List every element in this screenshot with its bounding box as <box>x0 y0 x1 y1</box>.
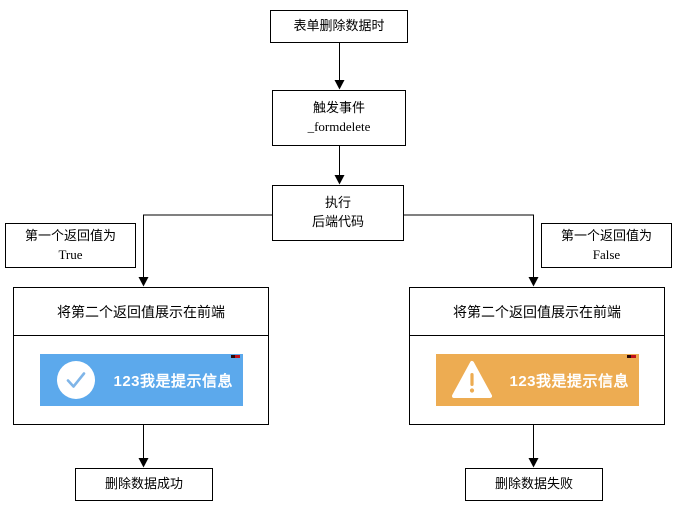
toast-close-mark <box>230 355 240 358</box>
node-label-line1: 触发事件 <box>312 100 365 116</box>
display-header: 将第二个返回值展示在前端 <box>410 288 664 336</box>
node-label-line1: 执行 <box>324 195 351 211</box>
toast-message: 123我是提示信息 <box>509 372 630 390</box>
node-label-line2: _formdelete <box>307 119 371 134</box>
node-label: 删除数据成功 <box>104 476 183 492</box>
node-condition-true: 第一个返回值为 True <box>5 223 136 268</box>
node-delete-success: 删除数据成功 <box>75 468 213 501</box>
node-display-return-left: 将第二个返回值展示在前端 123我是提示信息 <box>13 287 269 425</box>
node-form-delete-event: 表单删除数据时 <box>270 10 408 43</box>
arrowhead <box>138 277 149 287</box>
success-toast: 123我是提示信息 <box>39 354 243 406</box>
condition-label-line2: False <box>592 246 621 262</box>
arrowhead <box>528 458 539 468</box>
node-execute-backend: 执行 后端代码 <box>272 185 404 241</box>
condition-label-line2: True <box>58 246 83 262</box>
warning-triangle-icon <box>451 360 492 400</box>
node-label-line2: 后端代码 <box>311 214 364 229</box>
node-display-return-right: 将第二个返回值展示在前端 123我是提示信息 <box>409 287 665 425</box>
warning-toast: 123我是提示信息 <box>435 354 639 406</box>
connector-execute-left <box>143 214 272 277</box>
display-header: 将第二个返回值展示在前端 <box>14 288 268 336</box>
display-body: 123我是提示信息 <box>14 336 268 424</box>
check-circle-icon <box>56 360 96 400</box>
toast-message: 123我是提示信息 <box>113 372 234 390</box>
connector-execute-right <box>404 214 534 277</box>
node-label: 表单删除数据时 <box>293 18 385 34</box>
display-body: 123我是提示信息 <box>410 336 664 424</box>
node-condition-false: 第一个返回值为 False <box>541 223 672 268</box>
node-delete-failure: 删除数据失败 <box>465 468 603 501</box>
toast-close-mark <box>626 355 636 358</box>
node-label: 删除数据失败 <box>494 476 573 492</box>
arrowhead <box>334 175 345 185</box>
condition-label-line1: 第一个返回值为 <box>24 227 116 243</box>
arrowhead <box>138 458 149 468</box>
arrowhead <box>528 277 539 287</box>
condition-label-line1: 第一个返回值为 <box>560 227 652 243</box>
arrowhead <box>334 80 345 90</box>
node-trigger-event: 触发事件 _formdelete <box>272 90 406 146</box>
